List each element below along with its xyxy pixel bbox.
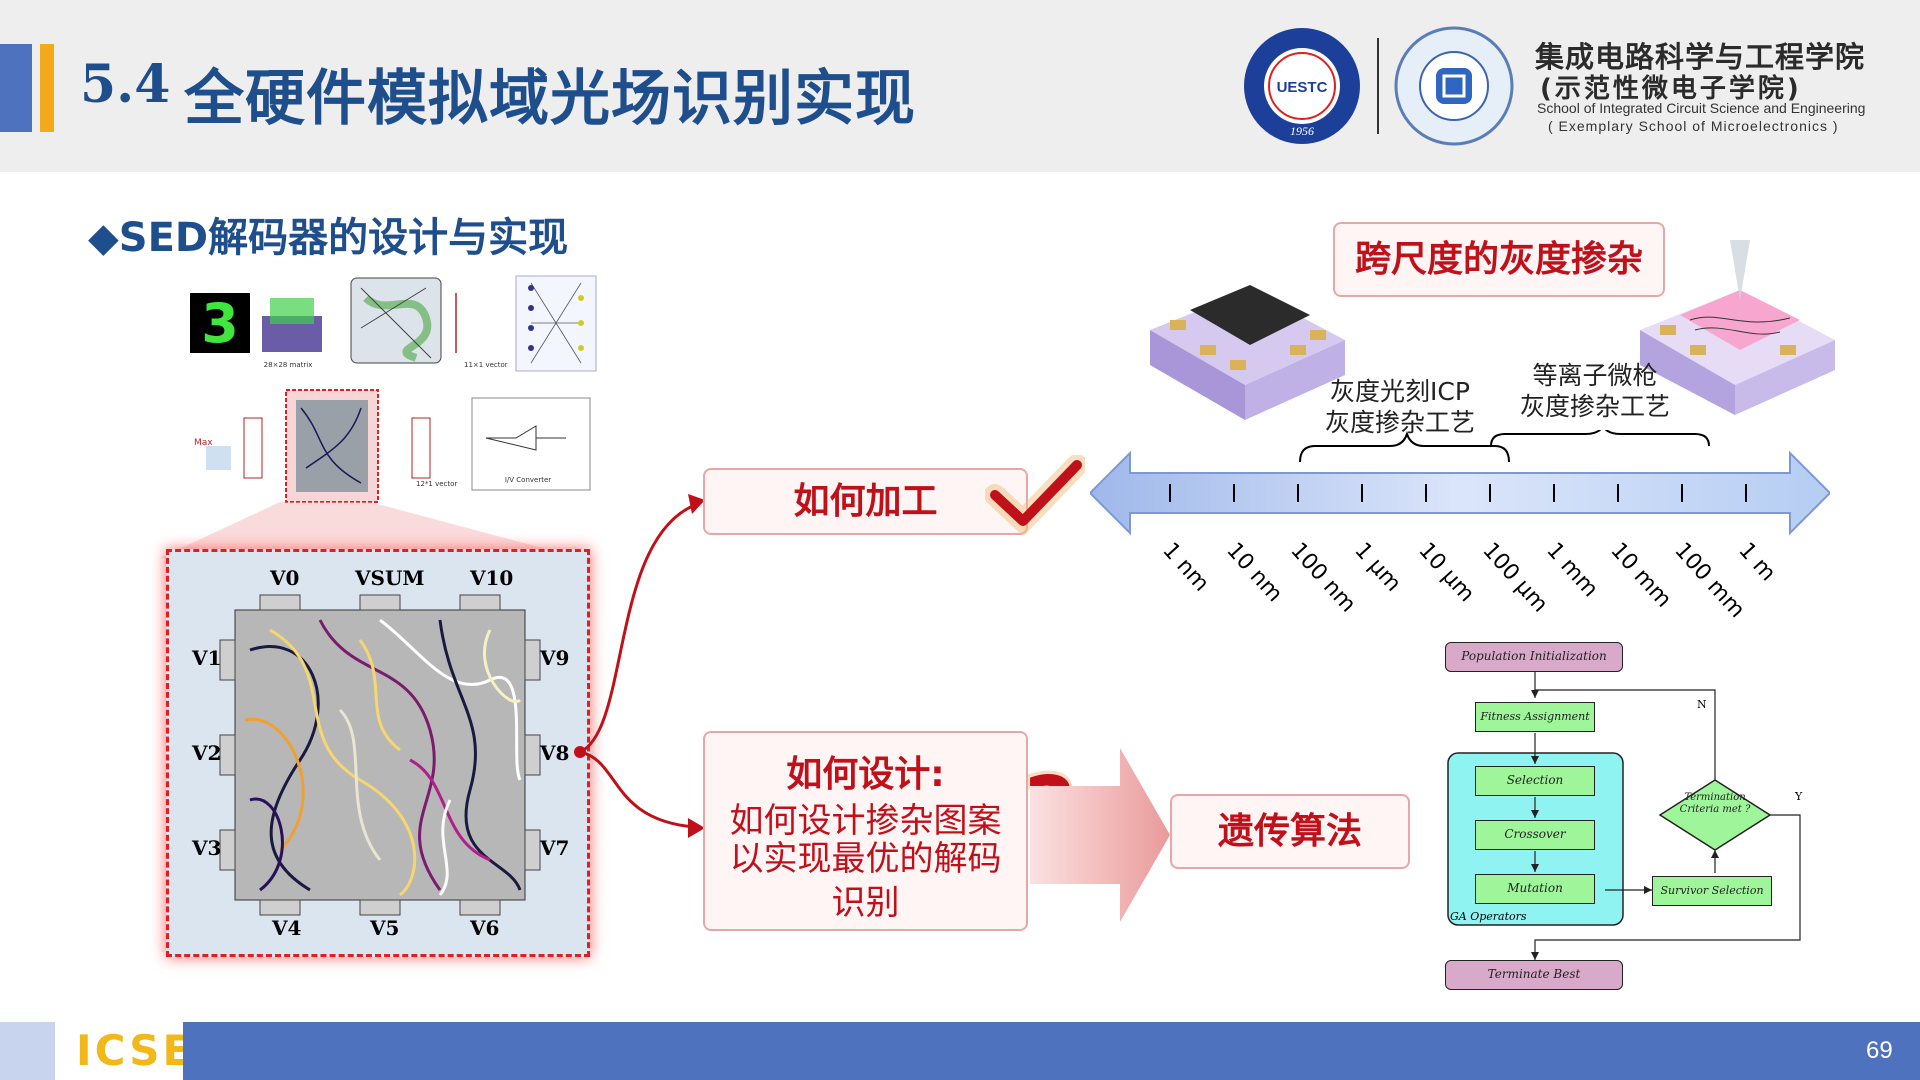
how-to-process-label: 如何加工 <box>703 468 1028 535</box>
label-plasma: 等离子微枪 灰度掺杂工艺 <box>1510 360 1680 422</box>
flow-selection: Selection <box>1475 766 1595 796</box>
scale-tick-label: 1 mm <box>1541 538 1603 603</box>
design-body-line1: 如何设计掺杂图案 <box>729 801 1002 841</box>
terminal-bottom-1: V5 <box>369 916 399 940</box>
label-icp-line2: 灰度掺杂工艺 <box>1324 408 1475 437</box>
max-label: Max <box>194 438 213 448</box>
footer-badge <box>55 1022 183 1080</box>
flow-no-label: N <box>1697 698 1707 711</box>
vector-label: 11×1 vector <box>464 361 508 369</box>
design-body-line2: 以实现最优的解码 <box>729 839 1002 879</box>
multiscale-doping-label: 跨尺度的灰度掺杂 <box>1333 222 1665 297</box>
flow-population-init: Population Initialization <box>1445 642 1623 672</box>
footer-brand: ICSE <box>76 1026 195 1075</box>
terminal-top-1: VSUM <box>354 566 425 590</box>
ga-operators-label: GA Operators <box>1450 910 1527 923</box>
zoom-connector <box>160 502 580 558</box>
label-icp-line1: 灰度光刻ICP <box>1330 377 1470 406</box>
matrix-label: 28×28 matrix <box>264 361 313 369</box>
terminal-bottom-0: V4 <box>271 916 302 940</box>
flow-termination: Termination Criteria met ? <box>1679 792 1751 815</box>
sed-device-diagram: V0 VSUM V10 V1 V2 V3 V9 V8 V7 V4 V5 V6 <box>191 566 569 940</box>
scale-tick-label: 1 µm <box>1349 538 1406 597</box>
page-number: 69 <box>1866 1037 1893 1064</box>
uestc-logo: UESTC 1956 <box>1244 28 1360 144</box>
scale-tick-label: 1 nm <box>1157 538 1214 597</box>
design-body-line3: 识别 <box>831 883 900 923</box>
scale-tick-label: 100 µm <box>1477 538 1553 618</box>
terminal-left-1: V2 <box>191 741 221 765</box>
uestc-logo-text: UESTC <box>1277 79 1328 96</box>
header-band <box>0 0 1920 172</box>
school-name-en: School of Integrated Circuit Science and… <box>1537 100 1866 116</box>
scale-tick-label: 10 mm <box>1605 538 1677 613</box>
terminal-left-2: V3 <box>191 836 221 860</box>
genetic-algorithm-label: 遗传算法 <box>1170 794 1410 869</box>
terminal-right-2: V7 <box>539 836 569 860</box>
terminal-right-1: V8 <box>539 741 569 765</box>
scale-tick-label: 100 nm <box>1285 538 1361 618</box>
sub-heading: ◆SED解码器的设计与实现 <box>88 215 569 261</box>
ga-flowchart: N Y GA Operators Population Initializati… <box>1440 640 1810 995</box>
header-accent-orange <box>40 44 54 132</box>
flow-fitness: Fitness Assignment <box>1475 702 1595 732</box>
length-scale-axis <box>1090 450 1830 536</box>
scale-tick-label: 1 m <box>1733 538 1781 587</box>
logo-divider <box>1377 38 1379 134</box>
school-name-cn: 集成电路科学与工程学院 <box>1535 40 1866 74</box>
terminal-bottom-2: V6 <box>469 916 499 940</box>
scale-tick-label: 10 µm <box>1413 538 1480 608</box>
school-name-en-sub: ( Exemplary School of Microelectronics ) <box>1548 118 1839 134</box>
vec12-label: 12*1 vector <box>416 480 457 488</box>
scale-tick-label: 10 nm <box>1221 538 1288 608</box>
iv-label: I/V Converter <box>505 476 551 484</box>
page-title: 全硬件模拟域光场识别实现 <box>184 64 916 134</box>
school-name-cn-sub: (示范性微电子学院) <box>1540 74 1802 104</box>
decoder-pipeline-figure: 3 28×28 matrix 11×1 vector Max 12*1 vect… <box>190 275 597 503</box>
uestc-logo-year: 1956 <box>1290 124 1314 138</box>
design-title: 如何设计: <box>786 754 945 795</box>
chip-fib-image <box>1640 240 1835 415</box>
section-number: 5.4 <box>80 54 171 115</box>
svg-text:3: 3 <box>201 292 239 355</box>
label-plasma-line1: 等离子微枪 <box>1532 361 1658 390</box>
terminal-top-0: V0 <box>269 566 299 590</box>
header-accent-blue <box>0 44 32 132</box>
footer-left-block <box>0 1022 55 1080</box>
footer-bar <box>183 1022 1920 1080</box>
how-to-design-label: 如何设计: 如何设计掺杂图案 以实现最优的解码 识别 <box>703 731 1028 931</box>
branch-arrows <box>574 494 705 838</box>
ga-pointer-arrow <box>1030 748 1170 922</box>
flow-crossover: Crossover <box>1475 820 1595 850</box>
chip-icp-image <box>1150 285 1345 420</box>
ic-school-logo <box>1394 26 1514 146</box>
terminal-right-0: V9 <box>539 646 569 670</box>
check-icon <box>985 455 1085 535</box>
range-brackets <box>1299 430 1710 463</box>
label-icp: 灰度光刻ICP 灰度掺杂工艺 <box>1315 376 1485 438</box>
flow-mutation: Mutation <box>1475 874 1595 904</box>
flow-terminate-best: Terminate Best <box>1445 960 1623 990</box>
label-plasma-line2: 灰度掺杂工艺 <box>1519 392 1670 421</box>
flow-yes-label: Y <box>1794 790 1803 803</box>
flow-survivor: Survivor Selection <box>1652 876 1772 906</box>
terminal-left-0: V1 <box>191 646 221 670</box>
terminal-top-2: V10 <box>469 566 513 590</box>
